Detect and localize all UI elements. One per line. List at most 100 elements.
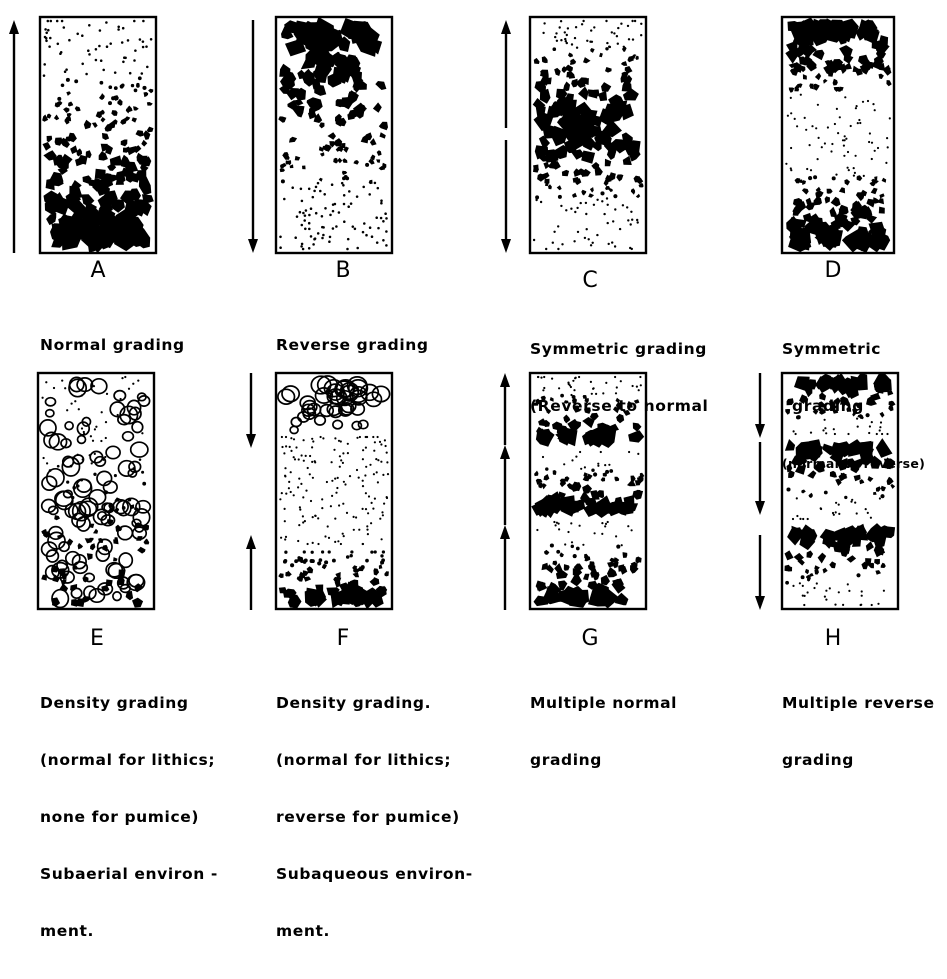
fine-grain	[839, 116, 841, 118]
fine-grain	[366, 525, 368, 527]
fine-grain	[533, 239, 535, 241]
lithic-clast	[102, 133, 109, 140]
fine-grain	[365, 508, 367, 510]
label-E: E	[77, 626, 117, 651]
fine-grain	[885, 162, 887, 164]
fine-grain	[304, 228, 307, 231]
lithic-clast	[373, 568, 379, 575]
lithic-clast	[144, 92, 149, 97]
fine-grain	[347, 238, 350, 241]
fine-grain	[380, 199, 383, 202]
fine-grain	[70, 465, 73, 468]
column-F	[278, 376, 390, 609]
fine-grain	[332, 227, 335, 230]
lithic-clast	[66, 91, 71, 96]
fine-grain	[297, 558, 301, 562]
fine-grain	[44, 28, 47, 31]
fine-grain	[586, 40, 588, 42]
lithic-clast	[353, 160, 359, 165]
fine-grain	[861, 595, 863, 597]
fine-grain	[607, 204, 609, 206]
fine-grain	[308, 247, 311, 250]
fine-grain	[790, 112, 792, 114]
lithic-clast	[544, 474, 550, 481]
fine-grain	[883, 590, 885, 592]
fine-grain	[98, 45, 101, 48]
fine-grain	[377, 436, 379, 438]
lithic-clast	[376, 159, 380, 163]
fine-grain	[339, 466, 341, 468]
fine-grain	[350, 550, 353, 553]
lithic-clast	[615, 477, 620, 482]
fine-grain	[324, 207, 327, 210]
lithic-clast	[803, 74, 807, 80]
fine-grain	[807, 518, 809, 520]
arrow-down-B-head	[248, 239, 258, 253]
fine-grain	[566, 34, 568, 36]
lithic-clast	[601, 477, 606, 481]
pumice-clast	[113, 592, 121, 601]
fine-grain	[631, 20, 633, 22]
fine-grain	[352, 225, 355, 228]
fine-grain	[344, 483, 346, 485]
lithic-clast	[802, 180, 806, 185]
fine-grain	[848, 169, 850, 171]
fine-grain	[64, 70, 67, 73]
fine-grain	[85, 73, 88, 76]
lithic-clast	[68, 102, 73, 107]
fine-grain	[802, 595, 804, 597]
lithic-clast	[133, 106, 139, 110]
fine-grain	[590, 244, 592, 246]
fine-grain	[295, 446, 297, 448]
fine-grain	[594, 532, 596, 534]
fine-grain	[369, 226, 372, 229]
fine-grain	[74, 400, 76, 402]
fine-grain	[867, 512, 869, 514]
lithic-clast	[75, 106, 81, 111]
fine-grain	[560, 39, 562, 41]
fine-grain	[555, 524, 557, 526]
fine-grain	[296, 215, 299, 218]
fine-grain	[381, 511, 383, 513]
lithic-clast	[93, 529, 98, 534]
fine-grain	[66, 481, 69, 484]
fine-grain	[49, 37, 52, 40]
fine-grain	[835, 174, 837, 176]
fine-grain	[619, 228, 621, 230]
fine-grain	[364, 474, 366, 476]
lithic-clast	[829, 561, 836, 568]
pumice-clast	[46, 398, 56, 406]
fine-grain	[621, 544, 623, 546]
fine-grain	[314, 460, 316, 462]
fine-grain	[298, 478, 300, 480]
fine-grain	[350, 202, 353, 205]
lithic-clast	[63, 107, 69, 113]
fine-grain	[81, 394, 83, 396]
fine-grain	[605, 523, 607, 525]
lithic-clast	[830, 207, 837, 217]
fine-grain	[611, 31, 613, 33]
fine-grain	[607, 222, 609, 224]
fine-grain	[100, 59, 103, 62]
lithic-clast	[98, 196, 108, 207]
lithic-clast	[802, 188, 809, 194]
fine-grain	[66, 409, 68, 411]
fine-grain	[91, 462, 93, 464]
fine-grain	[93, 473, 96, 476]
fine-grain	[308, 188, 311, 191]
fine-grain	[573, 240, 575, 242]
lithic-clast	[636, 194, 640, 198]
fine-grain	[584, 237, 586, 239]
fine-grain	[640, 23, 642, 25]
fine-grain	[298, 458, 300, 460]
fine-grain	[109, 508, 113, 512]
lithic-clast	[132, 117, 137, 122]
fine-grain	[848, 590, 850, 592]
fine-grain	[856, 573, 860, 577]
fine-grain	[88, 53, 91, 56]
fine-grain	[291, 186, 294, 189]
lithic-clast	[881, 563, 886, 568]
pumice-clast	[131, 442, 148, 457]
fine-grain	[301, 224, 304, 227]
fine-grain	[312, 516, 314, 518]
